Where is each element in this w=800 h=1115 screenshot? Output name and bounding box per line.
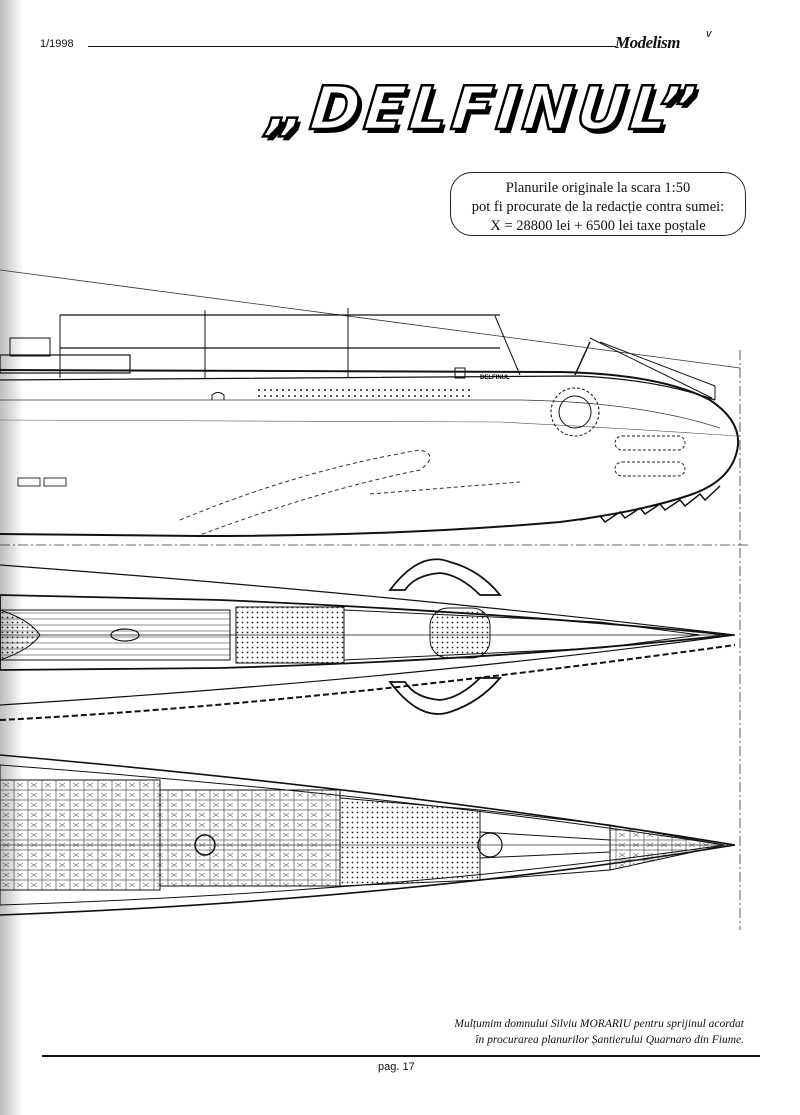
magazine-logo-mark: v <box>706 28 712 40</box>
submarine-plans-drawing: DELFINUL <box>0 269 750 930</box>
header-rule <box>88 46 616 47</box>
page-number: pag. 17 <box>378 1061 415 1073</box>
deck-plan-view <box>0 558 736 721</box>
issue-number: 1/1998 <box>40 38 74 50</box>
acknowledgement-text: Mulțumim domnului Silviu MORARIU pentru … <box>224 1016 744 1048</box>
price-notice: Planurile originale la scara 1:50 pot fi… <box>450 172 746 236</box>
acknowledgement-line-2: în procurarea planurilor Șantierului Qua… <box>475 1034 744 1046</box>
page-title: „DELFINUL” <box>263 73 704 146</box>
notice-line-3: X = 28800 lei + 6500 lei taxe poștale <box>490 218 706 234</box>
notice-line-2: pot fi procurate de la redacție contra s… <box>471 199 725 215</box>
acknowledgement-line-1: Mulțumim domnului Silviu MORARIU pentru … <box>454 1018 744 1030</box>
footer-rule <box>42 1055 760 1057</box>
internal-arrangement-view <box>0 754 736 916</box>
hull-name-label: DELFINUL <box>480 375 510 381</box>
magazine-name: Modelism <box>615 33 680 52</box>
side-profile-view: DELFINUL <box>0 269 750 546</box>
notice-line-1: Planurile originale la scara 1:50 <box>505 180 691 196</box>
